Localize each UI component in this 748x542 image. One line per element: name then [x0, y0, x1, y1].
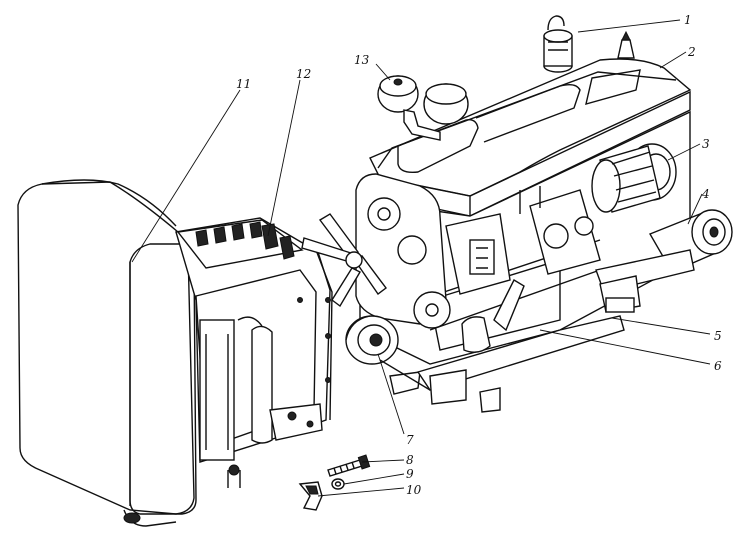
- callout-11: 11: [236, 77, 251, 91]
- radiator-core: [175, 217, 333, 488]
- radiator-grille: [17, 179, 197, 527]
- callout-10: 10: [406, 483, 422, 497]
- callout-9: 9: [406, 467, 414, 481]
- callout-4: 4: [701, 187, 710, 201]
- callout-5: 5: [714, 329, 722, 343]
- callout-6: 6: [714, 359, 722, 373]
- callout-12: 12: [296, 67, 311, 81]
- drain-bolt-assembly: [298, 454, 371, 511]
- callout-2: 2: [687, 45, 696, 59]
- callout-13: 13: [354, 53, 370, 67]
- callout-8: 8: [406, 453, 414, 467]
- engine-block: [301, 15, 733, 413]
- callout-7: 7: [406, 433, 414, 447]
- callout-labels: 1 2 3 4 5 6 7 8 9 10 11 12 13: [236, 13, 722, 497]
- leader-lines: [131, 19, 711, 497]
- callout-1: 1: [684, 13, 692, 27]
- callout-3: 3: [702, 137, 710, 151]
